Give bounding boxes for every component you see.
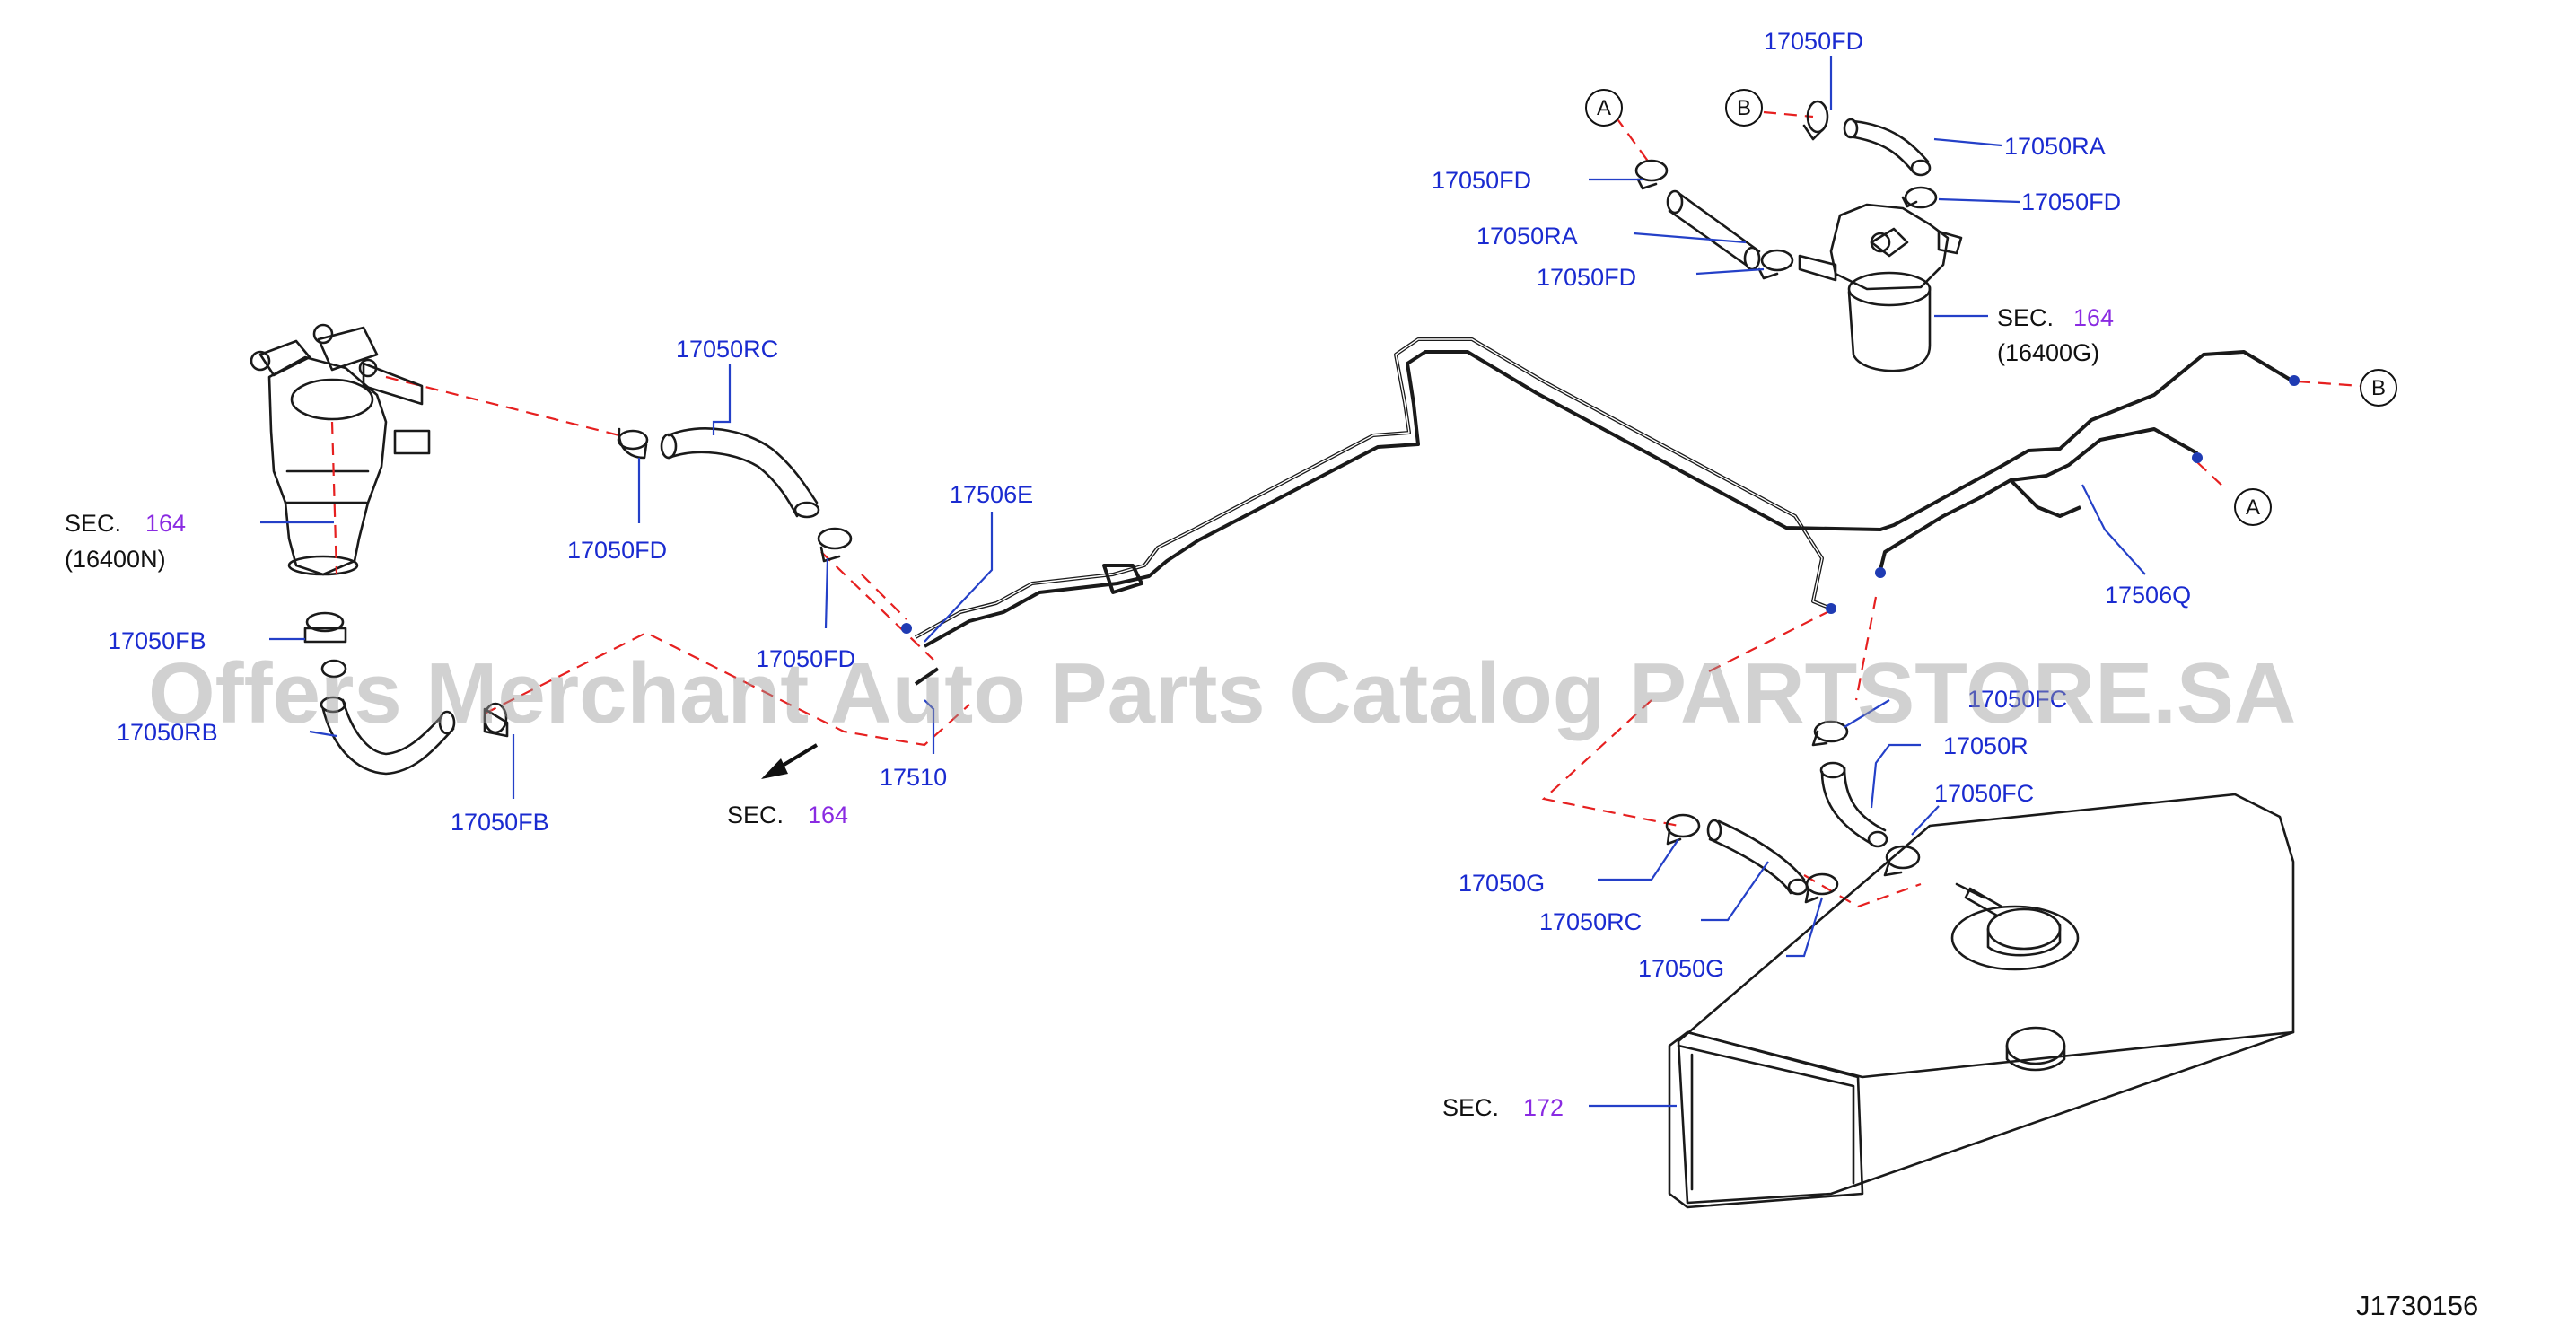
- fuel-filter-left: [250, 323, 431, 576]
- label-17510: 17510: [880, 764, 947, 791]
- label-17050ra-top-right: 17050RA: [2004, 133, 2106, 160]
- label-17050fd-lower-left: 17050FD: [1537, 264, 1636, 291]
- label-17050fd-left-clip: 17050FD: [567, 537, 667, 564]
- fuel-filter-right: [1798, 203, 1963, 372]
- main-fuel-tube: [901, 337, 2300, 686]
- connector-b-top-text: B: [1737, 96, 1751, 120]
- hose-assembly-right-lower: [1665, 720, 1921, 904]
- sec-number: 172: [1523, 1094, 1564, 1121]
- label-17050r: 17050R: [1943, 732, 2028, 759]
- label-17050fd-top: 17050FD: [1764, 28, 1863, 55]
- sec-word: SEC.: [727, 802, 784, 828]
- fuel-tank: [1668, 793, 2295, 1209]
- label-17050fc-lower: 17050FC: [1934, 780, 2034, 807]
- sec-word: SEC.: [1442, 1094, 1499, 1121]
- leader-lines: [260, 56, 2146, 1108]
- label-17050rc-lower: 17050RC: [1539, 908, 1642, 935]
- sec-part-number: (16400G): [1997, 339, 2099, 366]
- label-17050ra-mid-left: 17050RA: [1476, 223, 1578, 250]
- label-17050fd-right: 17050FD: [2021, 188, 2121, 215]
- sec-word: SEC.: [65, 510, 121, 537]
- watermark: Offers Merchant Auto Parts Catalog PARTS…: [148, 645, 2296, 741]
- section-ref-tank: SEC. 172: [1442, 1094, 1564, 1121]
- hose-17050rc-left: [617, 427, 853, 563]
- section-ref-arrow: SEC. 164: [727, 802, 848, 828]
- drawing-code: J1730156: [2356, 1290, 2478, 1321]
- label-17050rc-left: 17050RC: [676, 336, 778, 363]
- dashed-guide-lines: [385, 110, 2361, 908]
- label-17050fb-lower: 17050FB: [451, 809, 549, 836]
- sec-number: 164: [808, 802, 848, 828]
- hose-assembly-right-upper: [1634, 100, 1938, 280]
- connector-a-right: A: [2234, 488, 2272, 526]
- sec-number: 164: [145, 510, 186, 537]
- label-17050fb-upper: 17050FB: [108, 627, 206, 654]
- connector-b-right-text: B: [2371, 376, 2386, 400]
- sec-number: 164: [2073, 304, 2114, 331]
- connector-a-top: A: [1585, 89, 1623, 127]
- connector-b-top: B: [1725, 89, 1763, 127]
- section-ref-filter-left: SEC. 164 (16400N): [65, 510, 186, 573]
- label-17050g-lower: 17050G: [1638, 955, 1724, 982]
- connector-a-right-text: A: [2246, 495, 2260, 520]
- label-17050g-upper: 17050G: [1459, 870, 1545, 897]
- label-17050rb: 17050RB: [117, 719, 218, 746]
- sec-word: SEC.: [1997, 304, 2054, 331]
- sec-arrow-head-icon: [761, 758, 788, 779]
- connector-b-right: B: [2360, 369, 2397, 407]
- label-17506e: 17506E: [950, 481, 1033, 508]
- label-17506q: 17506Q: [2105, 582, 2191, 609]
- hose-assembly-left-lower: [303, 611, 509, 776]
- section-ref-filter-right: SEC. 164 (16400G): [1997, 304, 2114, 366]
- label-17050fc-upper: 17050FC: [1967, 686, 2067, 713]
- label-17050fd-center-clip: 17050FD: [756, 645, 855, 672]
- sec-part-number: (16400N): [65, 546, 166, 573]
- connector-a-top-text: A: [1597, 96, 1611, 120]
- label-17050fd-mid-left: 17050FD: [1432, 167, 1531, 194]
